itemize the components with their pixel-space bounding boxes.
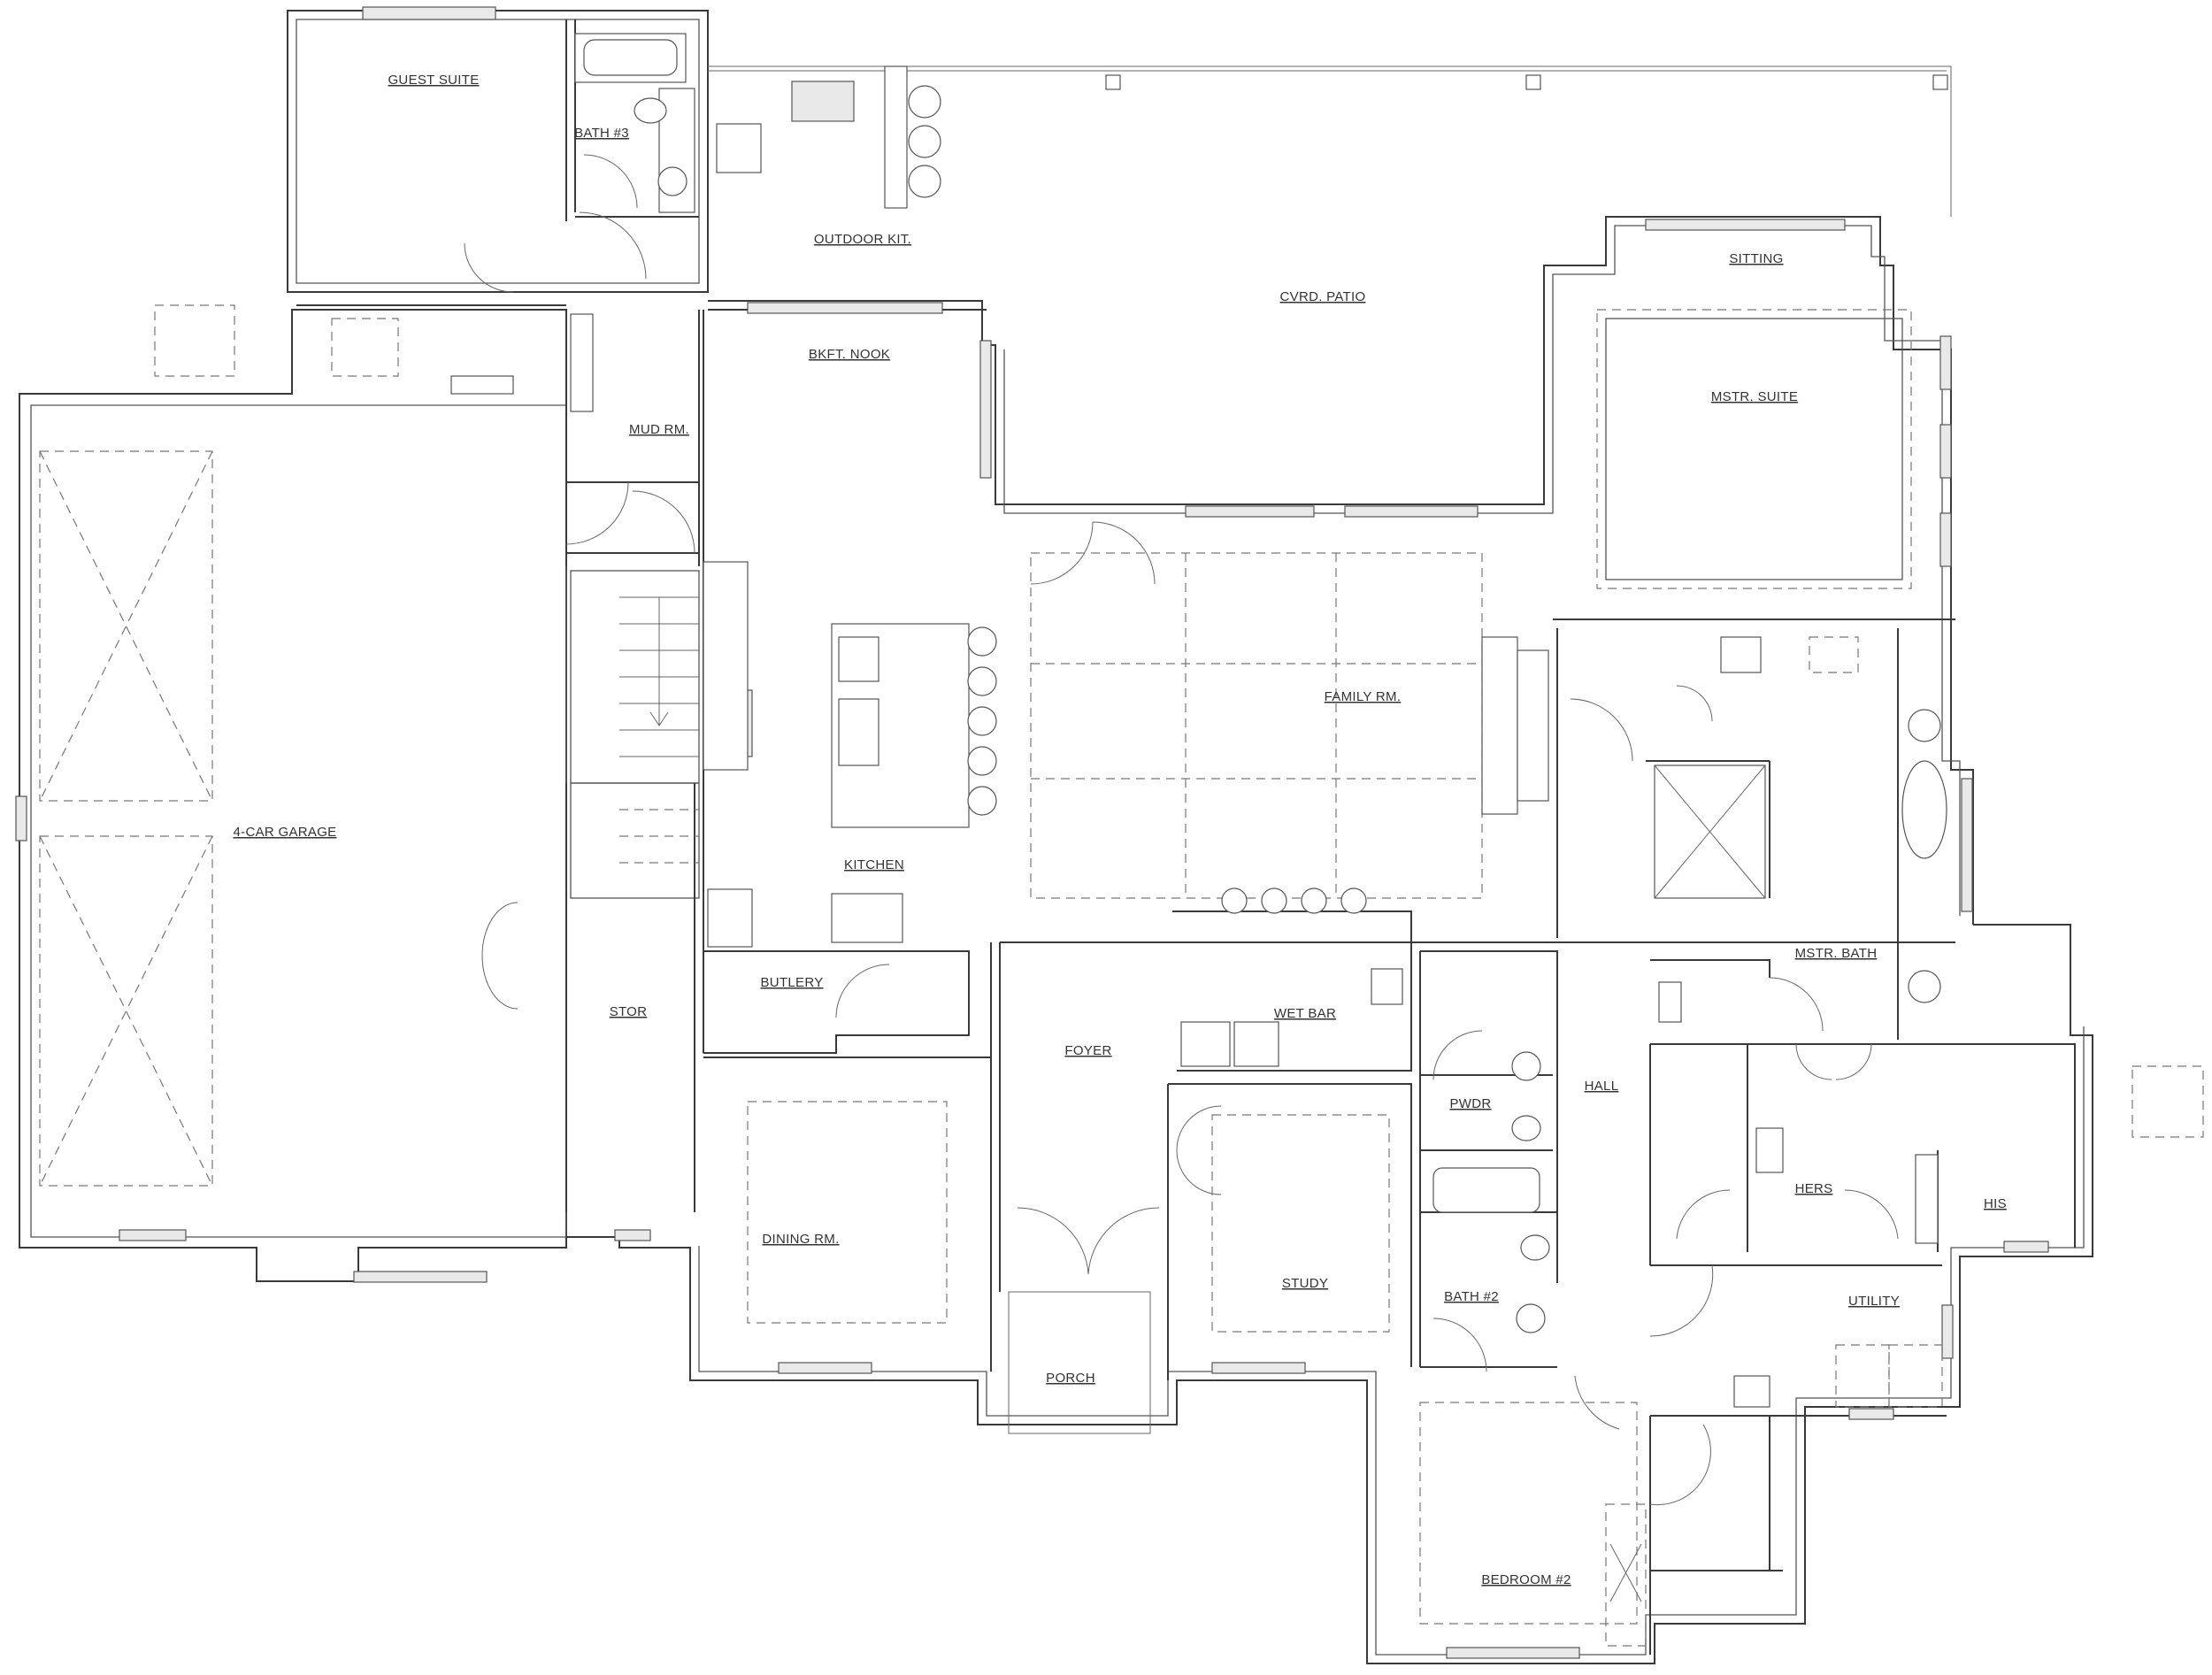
label-wet-bar: WET BAR	[1274, 1006, 1336, 1021]
label-master-suite: MSTR. SUITE	[1711, 389, 1798, 404]
label-family-room: FAMILY RM.	[1325, 689, 1402, 704]
label-utility: UTILITY	[1848, 1294, 1900, 1309]
label-bedroom2: BEDROOM #2	[1481, 1572, 1571, 1587]
label-storage: STOR	[610, 1004, 648, 1019]
label-powder: PWDR	[1449, 1096, 1491, 1111]
fixtures	[154, 33, 2204, 1647]
doors	[464, 154, 1899, 1506]
label-breakfast-nook: BKFT. NOOK	[809, 347, 890, 362]
label-kitchen: KITCHEN	[844, 857, 904, 872]
label-bath3: BATH #3	[574, 126, 629, 141]
windows	[15, 6, 2049, 1659]
label-sitting: SITTING	[1729, 251, 1783, 266]
label-butlery: BUTLERY	[760, 975, 823, 990]
label-hers: HERS	[1795, 1181, 1833, 1196]
label-covered-patio: CVRD. PATIO	[1280, 289, 1366, 304]
garage-bays	[39, 450, 213, 1187]
label-study: STUDY	[1282, 1276, 1328, 1291]
label-foyer: FOYER	[1064, 1043, 1111, 1058]
label-mud-room: MUD RM.	[629, 422, 689, 437]
label-porch: PORCH	[1046, 1371, 1095, 1386]
label-garage: 4-CAR GARAGE	[234, 825, 337, 840]
label-master-bath: MSTR. BATH	[1795, 946, 1878, 961]
interior-walls	[296, 19, 2076, 1655]
label-dining-room: DINING RM.	[762, 1232, 839, 1247]
room-labels: GUEST SUITE BATH #3 OUTDOOR KIT. CVRD. P…	[234, 73, 2007, 1587]
label-bath2: BATH #2	[1444, 1289, 1499, 1304]
label-his: HIS	[1984, 1196, 2007, 1211]
stairs	[619, 596, 699, 864]
label-outdoor-kitchen: OUTDOOR KIT.	[814, 232, 911, 247]
label-hall: HALL	[1585, 1079, 1619, 1094]
label-guest-suite: GUEST SUITE	[388, 73, 479, 88]
